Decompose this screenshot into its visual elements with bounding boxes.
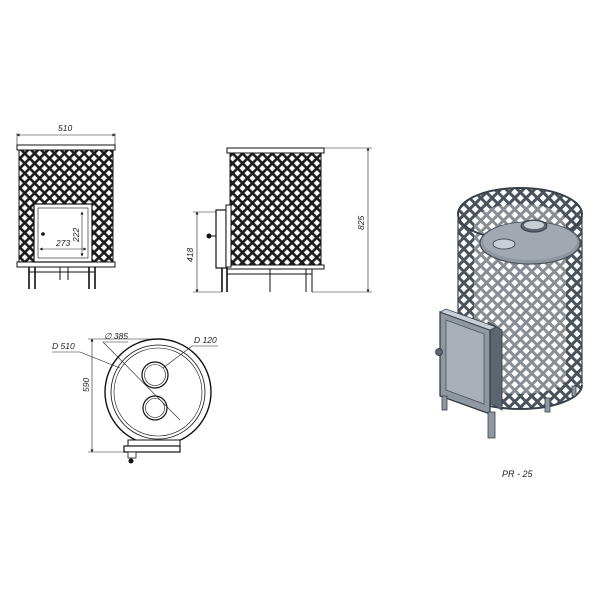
top-outer-circle — [104, 338, 212, 446]
top-view: 590 D 510 ∅ 385 D 120 — [52, 331, 218, 464]
isometric-view — [435, 187, 583, 439]
side-view: 825 418 — [185, 147, 372, 293]
top-outer-diameter-label: D 510 — [52, 341, 75, 351]
model-label: PR - 25 — [502, 469, 534, 479]
front-view: 510 273 222 — [16, 123, 116, 289]
side-door-knob-icon — [206, 233, 212, 239]
side-door-level-label: 418 — [185, 248, 195, 262]
side-door-plate — [215, 209, 227, 269]
front-width-label: 510 — [58, 123, 72, 133]
top-flue-diameter-label: D 120 — [194, 335, 217, 345]
door-handle-icon — [41, 232, 45, 236]
side-mesh-body — [229, 152, 322, 266]
top-depth-label: 590 — [81, 378, 91, 392]
front-door-height-label: 222 — [71, 228, 81, 243]
iso-door-knob-icon — [435, 348, 443, 356]
top-inner-diameter-label: ∅ 385 — [104, 331, 128, 341]
front-door-width-label: 273 — [55, 238, 70, 248]
top-flue-circle — [141, 361, 169, 389]
side-height-label: 825 — [356, 216, 366, 230]
